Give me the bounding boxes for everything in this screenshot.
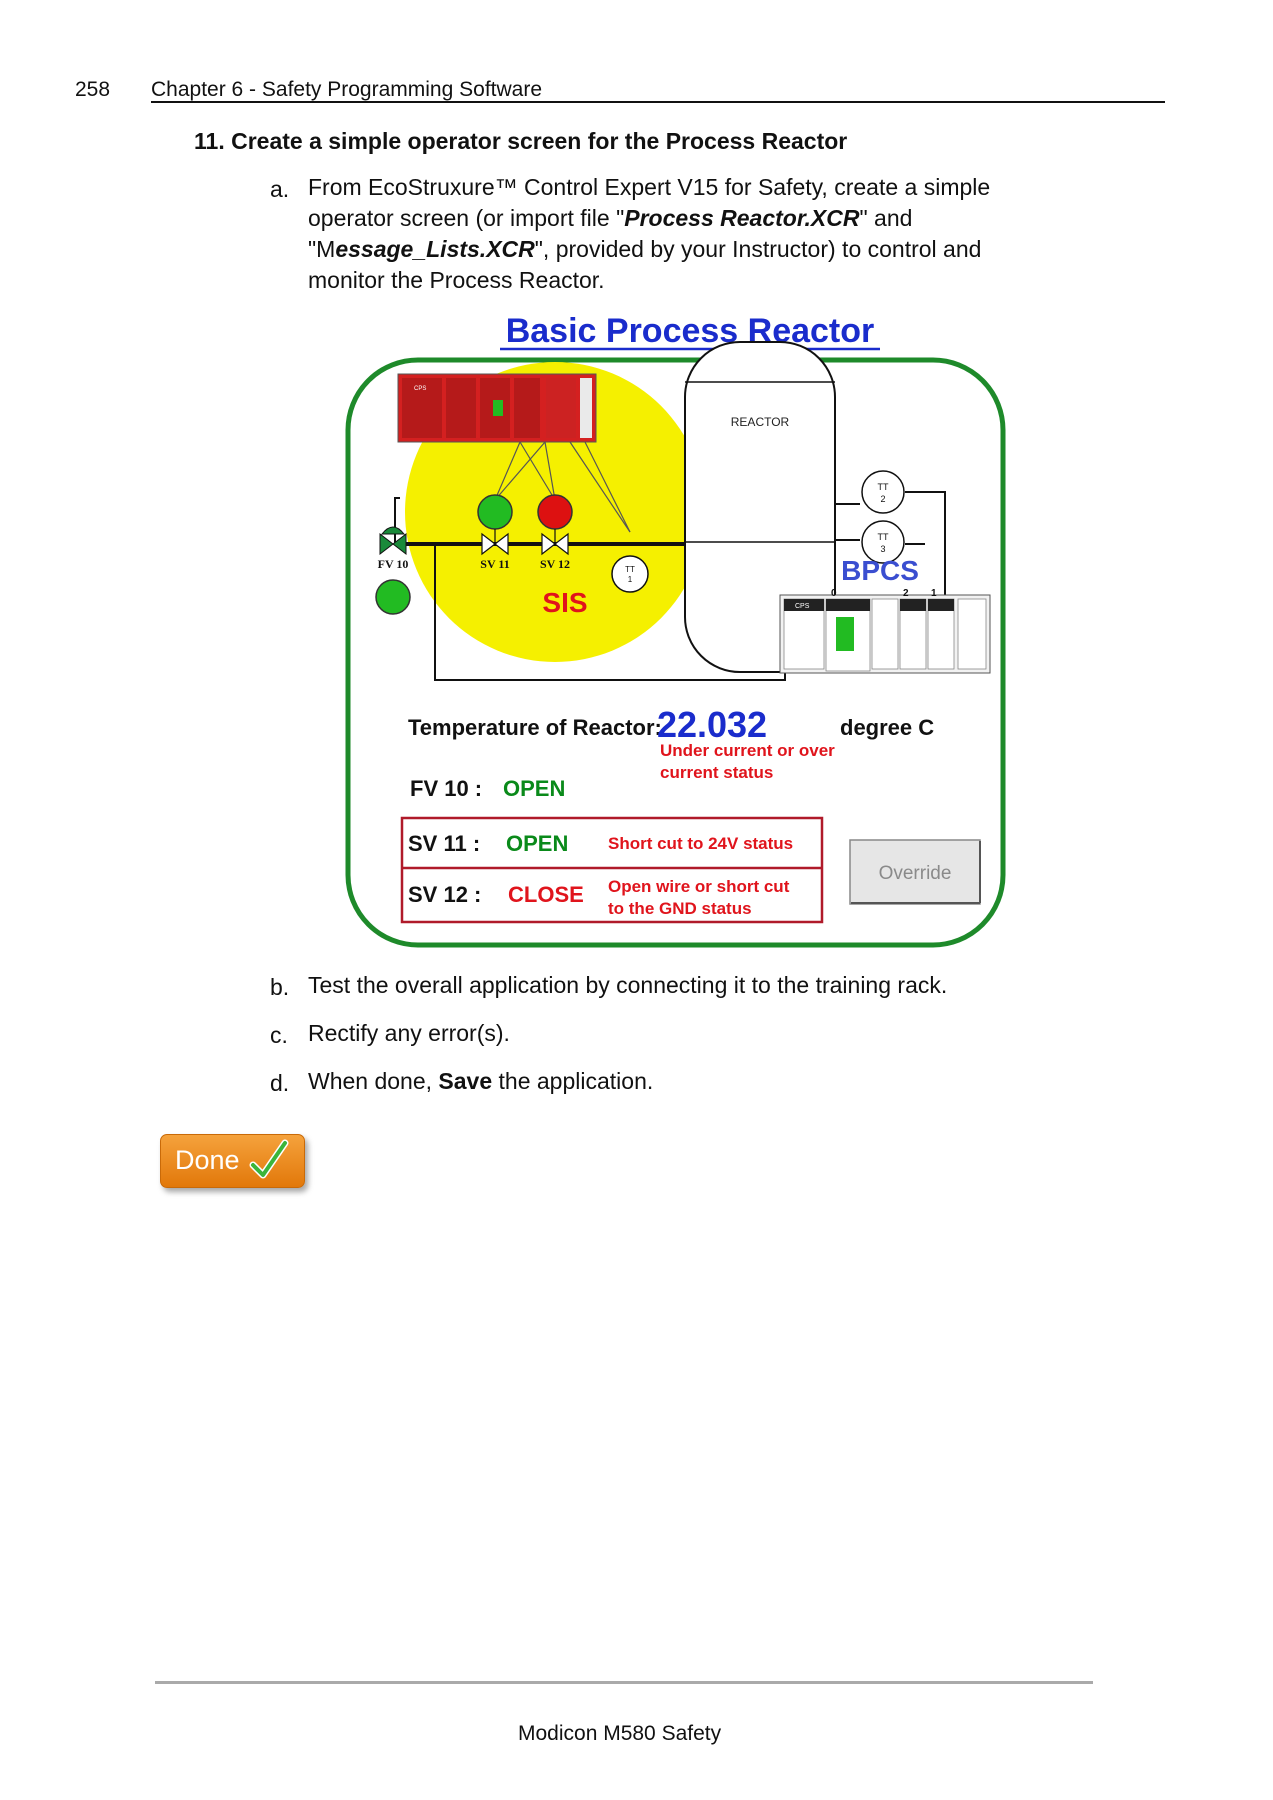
fv10-status-lamp — [375, 579, 411, 615]
sv12-tag: SV 12 — [540, 557, 570, 571]
tt2-number: 2 — [880, 494, 885, 504]
sis-safety-rack: CPS — [397, 373, 597, 443]
temperature-status-line2: current status — [660, 763, 773, 782]
tt1-label: TT — [625, 565, 635, 574]
operator-screen-figure: Basic Process Reactor — [340, 312, 1020, 952]
sis-label: SIS — [542, 587, 587, 618]
item-c-letter: c. — [270, 1022, 288, 1048]
fv10-valve-icon — [379, 526, 407, 556]
sv12-message-line2: to the GND status — [608, 899, 752, 918]
bpcs-rack: CPS 0 2 1 — [779, 588, 991, 674]
sv11-tag: SV 11 — [480, 557, 509, 571]
sv11-status-value: OPEN — [506, 831, 568, 856]
item-a-letter: a. — [270, 176, 290, 202]
override-button-label: Override — [879, 863, 952, 884]
tt3-label: TT — [878, 532, 889, 542]
item-a-line3: "Message_Lists.XCR", provided by your In… — [308, 236, 982, 262]
fv10-status-label: FV 10 : — [410, 776, 482, 801]
tt2-transmitter-icon — [861, 470, 905, 514]
tt3-transmitter-icon — [861, 520, 905, 564]
reactor-label: REACTOR — [731, 415, 790, 429]
item-b-letter: b. — [270, 974, 290, 1000]
step-heading: 11. Create a simple operator screen for … — [194, 128, 848, 154]
fv10-tag: FV 10 — [378, 557, 409, 571]
checkmark-icon — [249, 1139, 289, 1179]
item-a-line2: operator screen (or import file "Process… — [308, 205, 913, 231]
sv12-status-lamp — [537, 494, 573, 530]
item-d-letter: d. — [270, 1070, 290, 1096]
sv11-status-label: SV 11 : — [408, 831, 480, 856]
bpcs-rack-cps-label: CPS — [795, 603, 810, 610]
footer-text: Modicon M580 Safety — [518, 1722, 722, 1745]
tt1-transmitter-icon — [611, 555, 649, 593]
item-d-text: When done, Save the application. — [308, 1068, 654, 1094]
footer-rule — [155, 1681, 1093, 1684]
bpcs-label: BPCS — [841, 555, 919, 586]
temperature-value: 22.032 — [657, 704, 767, 745]
item-b-text: Test the overall application by connecti… — [308, 972, 948, 998]
sv12-valve-icon — [541, 529, 569, 556]
sis-signal-lines — [494, 441, 631, 533]
reactor-vessel — [684, 341, 836, 673]
file-process-reactor: Process Reactor.XCR — [624, 205, 860, 231]
done-button-label: Done — [175, 1145, 240, 1175]
sv11-message: Short cut to 24V status — [608, 834, 793, 853]
file-message-lists: essage_Lists.XCR — [335, 236, 535, 262]
bpcs-slot-1: 1 — [931, 588, 937, 599]
save-keyword: Save — [438, 1068, 493, 1094]
header-rule — [151, 101, 1165, 103]
bpcs-slot-2: 2 — [903, 588, 909, 599]
sv12-status-label: SV 12 : — [408, 882, 481, 907]
bpcs-slot-0: 0 — [831, 588, 837, 599]
sv12-status-value: CLOSE — [508, 882, 584, 907]
page-number: 258 — [75, 78, 111, 101]
tt2-label: TT — [878, 482, 889, 492]
temperature-unit: degree C — [840, 715, 934, 740]
tt1-number: 1 — [628, 575, 633, 584]
chapter-title: Chapter 6 - Safety Programming Software — [151, 78, 543, 101]
sv11-valve-icon — [481, 529, 509, 556]
hmi-title: Basic Process Reactor — [506, 312, 875, 350]
sis-rack-cps-label: CPS — [414, 386, 426, 392]
temperature-status-line1: Under current or over — [660, 741, 835, 760]
item-a-line1: From EcoStruxure™ Control Expert V15 for… — [308, 174, 991, 200]
sv11-status-lamp — [477, 494, 513, 530]
item-a-text: From EcoStruxure™ Control Expert V15 for… — [308, 172, 990, 296]
done-button: Done — [160, 1134, 305, 1188]
override-button[interactable]: Override — [849, 839, 981, 905]
sv12-message-line1: Open wire or short cut — [608, 877, 790, 896]
tt3-number: 3 — [880, 544, 885, 554]
sv-status-box — [400, 816, 824, 924]
item-a-line4: monitor the Process Reactor. — [308, 267, 605, 293]
fv10-status-value: OPEN — [503, 776, 565, 801]
temperature-label: Temperature of Reactor: — [408, 715, 662, 740]
item-c-text: Rectify any error(s). — [308, 1020, 510, 1046]
